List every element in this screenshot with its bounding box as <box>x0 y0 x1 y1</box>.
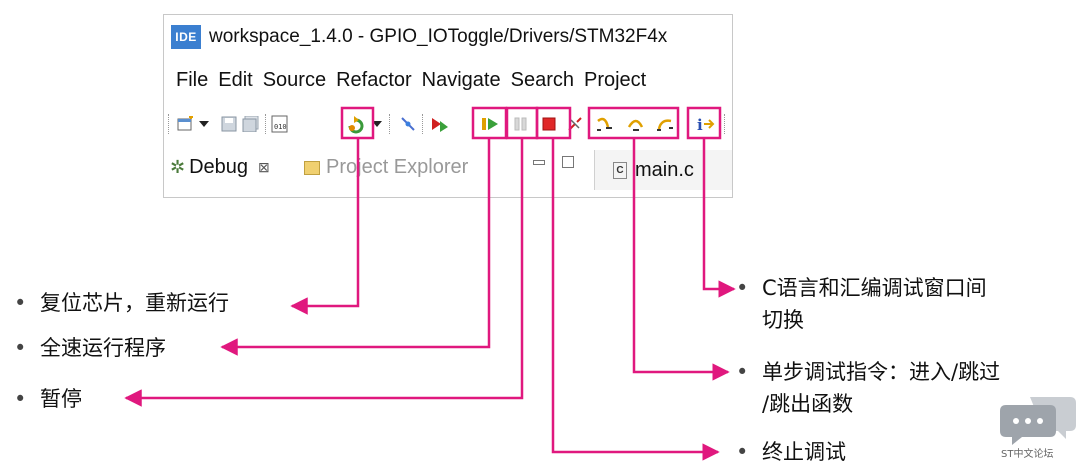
toolbar-separator <box>265 114 267 134</box>
minimize-icon[interactable] <box>533 160 545 165</box>
toolbar-separator <box>422 114 424 134</box>
step-into-icon[interactable] <box>595 113 615 135</box>
toolbar-separator <box>168 114 170 134</box>
title-bar: IDE workspace_1.4.0 - GPIO_IOToggle/Driv… <box>164 15 732 59</box>
svg-text:010: 010 <box>274 123 287 131</box>
new-dropdown-icon[interactable] <box>197 113 211 135</box>
reset-highlight-box <box>340 106 375 140</box>
save-icon[interactable] <box>219 113 239 135</box>
asm-toggle-connector <box>702 138 736 298</box>
ide-logo: IDE <box>171 25 201 49</box>
instruction-stepping-icon[interactable]: i <box>696 113 716 135</box>
st-forum-logo <box>1000 397 1076 445</box>
toolbar: 010 <box>164 110 732 140</box>
menu-edit[interactable]: Edit <box>218 68 253 91</box>
menu-bar: File Edit Source Refactor Navigate Searc… <box>164 65 647 95</box>
resume-icon[interactable] <box>480 113 500 135</box>
terminate-connector <box>551 138 720 461</box>
menu-refactor[interactable]: Refactor <box>336 68 412 91</box>
debug-icon: ✲ <box>170 157 186 177</box>
reset-chip-icon[interactable] <box>346 113 366 135</box>
tab-project-explorer[interactable]: Project Explorer <box>304 156 468 179</box>
project-explorer-icon <box>304 160 320 175</box>
menu-navigate[interactable]: Navigate <box>421 68 501 91</box>
maximize-icon[interactable] <box>562 156 574 168</box>
step-connector <box>632 138 730 381</box>
suspend-highlight-box <box>505 106 539 140</box>
suspend-connector <box>124 138 524 407</box>
tab-main-c-label: main.c <box>635 158 694 181</box>
menu-file[interactable]: File <box>176 68 209 91</box>
toolbar-separator <box>389 114 391 134</box>
step-highlight-box <box>587 106 680 140</box>
step-return-icon[interactable] <box>655 113 675 135</box>
c-file-icon: C <box>613 161 627 179</box>
tab-main-c[interactable]: C main.c <box>594 150 732 190</box>
tab-debug[interactable]: ✲ Debug ⊠ <box>170 156 270 179</box>
annotation-suspend: •暂停 <box>14 387 82 411</box>
menu-search[interactable]: Search <box>510 68 574 91</box>
resume-highlight-box <box>471 106 508 140</box>
asm-toggle-highlight-box <box>686 106 722 140</box>
save-all-icon[interactable] <box>241 113 261 135</box>
tab-project-explorer-label: Project Explorer <box>326 156 469 178</box>
annotation-terminate: •终止调试 <box>736 440 846 464</box>
annotation-asm-toggle: •C语言和汇编调试窗口间 切换 <box>736 276 987 332</box>
suspend-icon[interactable] <box>511 113 531 135</box>
ide-screenshot: IDE workspace_1.4.0 - GPIO_IOToggle/Driv… <box>163 14 733 198</box>
step-over-icon[interactable] <box>626 113 646 135</box>
tab-debug-label: Debug <box>189 156 249 178</box>
watermark-text: ST中文论坛 <box>1001 449 1054 460</box>
resume-connector <box>220 138 491 356</box>
new-icon[interactable] <box>176 113 196 135</box>
debug-config-icon[interactable] <box>430 113 450 135</box>
menu-source[interactable]: Source <box>262 68 327 91</box>
terminate-icon[interactable] <box>539 113 559 135</box>
svg-text:i: i <box>697 116 703 133</box>
terminate-highlight-box <box>535 106 572 140</box>
reset-connector <box>290 138 360 315</box>
close-icon[interactable]: ⊠ <box>258 159 270 175</box>
toolbar-separator <box>724 114 726 134</box>
skip-breakpoints-icon[interactable] <box>398 113 418 135</box>
window-title: workspace_1.4.0 - GPIO_IOToggle/Drivers/… <box>209 26 668 47</box>
reset-dropdown-icon[interactable] <box>370 113 384 135</box>
annotation-resume: •全速运行程序 <box>14 336 166 360</box>
annotation-reset: •复位芯片，重新运行 <box>14 291 229 315</box>
menu-project[interactable]: Project <box>583 68 647 91</box>
view-tabs: ✲ Debug ⊠ Project Explorer C main.c <box>164 150 732 190</box>
build-icon[interactable]: 010 <box>270 113 290 135</box>
annotation-step: •单步调试指令：进入/跳过 /跳出函数 <box>736 360 1001 416</box>
